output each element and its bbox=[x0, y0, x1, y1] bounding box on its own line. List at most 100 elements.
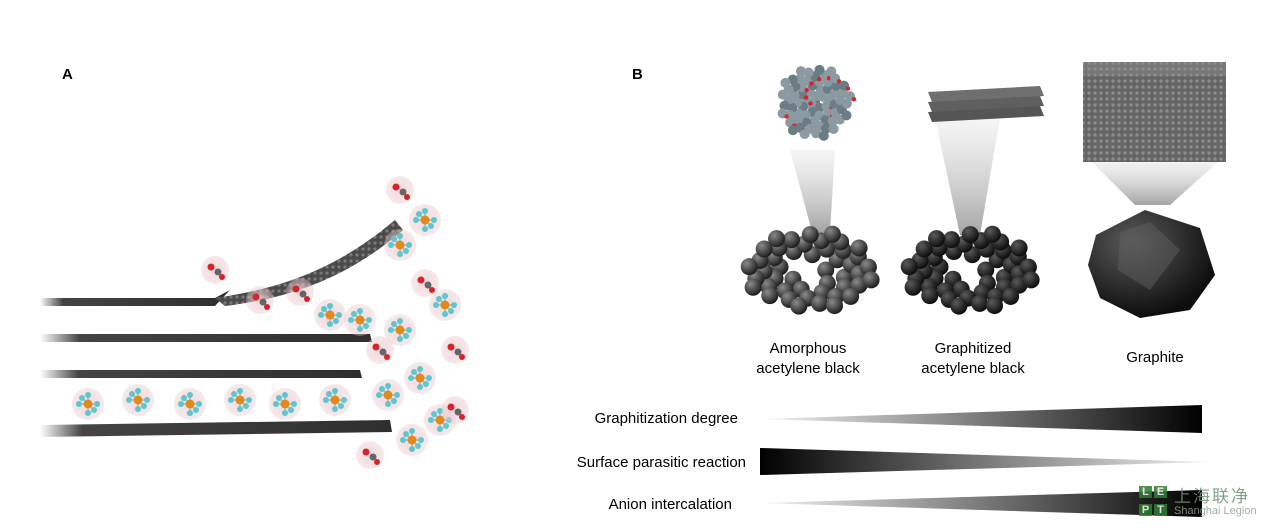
zoom-cone bbox=[1090, 160, 1220, 205]
atom-dot bbox=[811, 128, 822, 139]
particle bbox=[971, 294, 989, 312]
particle bbox=[790, 297, 808, 315]
trend-wedge-intercalation bbox=[762, 490, 1202, 517]
particle bbox=[943, 231, 961, 249]
particle bbox=[850, 239, 868, 257]
graphitized-particles bbox=[900, 225, 1040, 315]
logo-chinese-name: 上海联净 bbox=[1174, 487, 1250, 506]
particle bbox=[744, 278, 762, 296]
atom-dot bbox=[826, 66, 837, 77]
particle bbox=[1010, 239, 1028, 257]
graphite-layer bbox=[40, 290, 230, 306]
trend-label-graphitization: Graphitization degree bbox=[594, 410, 738, 427]
particle bbox=[817, 261, 835, 279]
trend-label-intercalation: Anion intercalation bbox=[608, 496, 732, 513]
trend-wedge-graphitization bbox=[762, 405, 1202, 433]
trend-wedge-parasitic bbox=[760, 448, 1210, 475]
trend-label-parasitic: Surface parasitic reaction bbox=[576, 454, 746, 471]
particle bbox=[811, 294, 829, 312]
pf6-anion-icon bbox=[72, 388, 104, 420]
particle bbox=[977, 261, 995, 279]
atom-dot bbox=[851, 96, 857, 102]
zoom-cone bbox=[935, 118, 1000, 235]
graphite-layer bbox=[40, 420, 392, 437]
zoom-cone bbox=[790, 150, 835, 232]
pf6-anion-icon bbox=[174, 388, 206, 420]
pf6-anion-icon bbox=[224, 384, 256, 416]
pf6-anion-icon bbox=[384, 314, 416, 346]
pf6-anion-icon bbox=[314, 299, 346, 331]
solvent-molecule-icon bbox=[201, 256, 229, 284]
graphitized-sheets-icon bbox=[928, 86, 1044, 122]
atom-dot bbox=[816, 76, 822, 82]
particle bbox=[862, 271, 880, 289]
logo-english-name: Shanghai Legion bbox=[1174, 505, 1257, 517]
atom-dot bbox=[804, 88, 809, 93]
logo-letter: L bbox=[1139, 486, 1152, 498]
particle bbox=[1022, 271, 1040, 289]
particle bbox=[823, 225, 841, 243]
atom-dot bbox=[787, 125, 798, 136]
particle bbox=[740, 258, 758, 276]
atom-dot bbox=[795, 73, 806, 84]
atom-dot bbox=[808, 101, 813, 106]
atom-dot bbox=[803, 95, 809, 100]
atom-dot bbox=[777, 89, 788, 100]
particle bbox=[1019, 258, 1037, 276]
pf6-anion-icon bbox=[396, 424, 428, 456]
atom-dot bbox=[815, 84, 826, 95]
particle bbox=[986, 297, 1004, 315]
amorphous-molecule-icon bbox=[777, 64, 857, 141]
atom-dot bbox=[799, 128, 810, 139]
pf6-anion-icon bbox=[122, 384, 154, 416]
pf6-anion-icon bbox=[269, 388, 301, 420]
graphite-layers bbox=[40, 220, 403, 437]
atom-dot bbox=[828, 123, 839, 134]
particle bbox=[921, 287, 939, 305]
pf6-anion-icon bbox=[404, 362, 436, 394]
atom-dot bbox=[841, 110, 852, 121]
graphite-layer-curled bbox=[215, 220, 403, 306]
solvent-molecule-icon bbox=[386, 176, 414, 204]
solvent-molecule-icon bbox=[366, 336, 394, 364]
pf6-anion-icon bbox=[429, 289, 461, 321]
intercalated-anions bbox=[72, 384, 351, 420]
atom-dot bbox=[841, 98, 852, 109]
particle bbox=[983, 225, 1001, 243]
graphite-particle bbox=[1088, 210, 1215, 318]
material-label-amorphous: Amorphous acetylene black bbox=[756, 340, 860, 377]
material-label-graphitized: Graphitized acetylene black bbox=[921, 340, 1025, 377]
particle bbox=[783, 231, 801, 249]
atom-dot bbox=[803, 67, 814, 78]
particle bbox=[859, 258, 877, 276]
particle bbox=[755, 240, 773, 258]
particle bbox=[900, 258, 918, 276]
atom-dot bbox=[809, 81, 814, 86]
solvent-molecule-icon bbox=[441, 336, 469, 364]
solvent-molecule-icon bbox=[246, 286, 274, 314]
panel-a-letter: A bbox=[62, 66, 73, 83]
pf6-anion-icon bbox=[384, 229, 416, 261]
pf6-anion-icon bbox=[372, 379, 404, 411]
atom-dot bbox=[780, 77, 791, 88]
atom-dot bbox=[795, 66, 806, 77]
graphite-crystal-icon bbox=[1083, 62, 1226, 162]
particle bbox=[761, 287, 779, 305]
atom-dot bbox=[779, 100, 790, 111]
atom-dot bbox=[784, 114, 789, 119]
atom-dot bbox=[814, 64, 825, 75]
solvent-molecule-icon bbox=[286, 278, 314, 306]
logo-letter: T bbox=[1154, 504, 1167, 516]
particle bbox=[950, 297, 968, 315]
particle bbox=[842, 287, 860, 305]
material-label-graphite: Graphite bbox=[1126, 349, 1184, 366]
particle bbox=[961, 226, 979, 244]
pf6-anion-icon bbox=[319, 384, 351, 416]
atom-dot bbox=[826, 76, 832, 81]
particle bbox=[768, 230, 786, 248]
particle bbox=[801, 226, 819, 244]
particle bbox=[1002, 287, 1020, 305]
panel-b-letter: B bbox=[632, 66, 643, 83]
